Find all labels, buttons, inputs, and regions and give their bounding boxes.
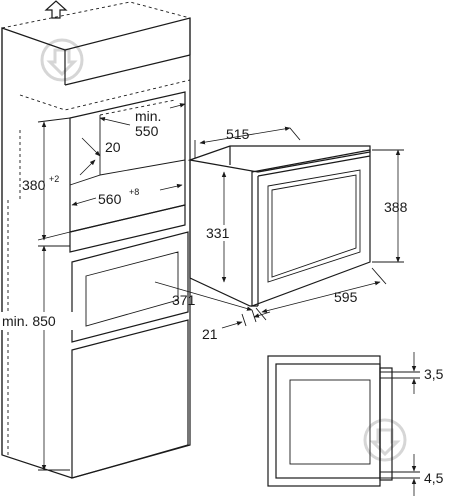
dim-388 xyxy=(372,149,404,263)
watermark-logo-icon xyxy=(363,418,407,462)
label-min550-line2: 550 xyxy=(135,123,159,139)
label-3-5: 3,5 xyxy=(424,366,444,382)
label-20: 20 xyxy=(105,139,121,155)
label-min550-line1: min. xyxy=(135,108,161,124)
label-560: 560 xyxy=(98,191,122,207)
dim-371 xyxy=(154,281,253,311)
label-371: 371 xyxy=(172,292,196,308)
dim-20 xyxy=(79,137,101,176)
dim-min850 xyxy=(38,245,70,471)
label-560-sup: +8 xyxy=(129,187,139,197)
dim-595 xyxy=(255,267,387,321)
watermark-logo-icon xyxy=(40,38,84,82)
dim-380 xyxy=(37,117,71,241)
dim-560 xyxy=(71,183,183,206)
label-4-5: 4,5 xyxy=(424,470,444,486)
label-380: 380 xyxy=(22,177,46,193)
detail-section xyxy=(267,355,420,487)
label-388: 388 xyxy=(384,199,408,215)
dim-21 xyxy=(221,309,271,329)
cabinet xyxy=(1,1,191,479)
label-380-sup: +2 xyxy=(49,174,59,184)
label-min850: min. 850 xyxy=(2,313,56,329)
dim-515 xyxy=(194,126,301,158)
label-595: 595 xyxy=(334,289,358,305)
dim-min550 xyxy=(99,103,186,126)
label-21: 21 xyxy=(202,326,218,342)
microwave-unit xyxy=(187,145,371,307)
label-515: 515 xyxy=(226,126,250,142)
label-331: 331 xyxy=(206,225,230,241)
up-arrow-icon xyxy=(44,0,68,19)
